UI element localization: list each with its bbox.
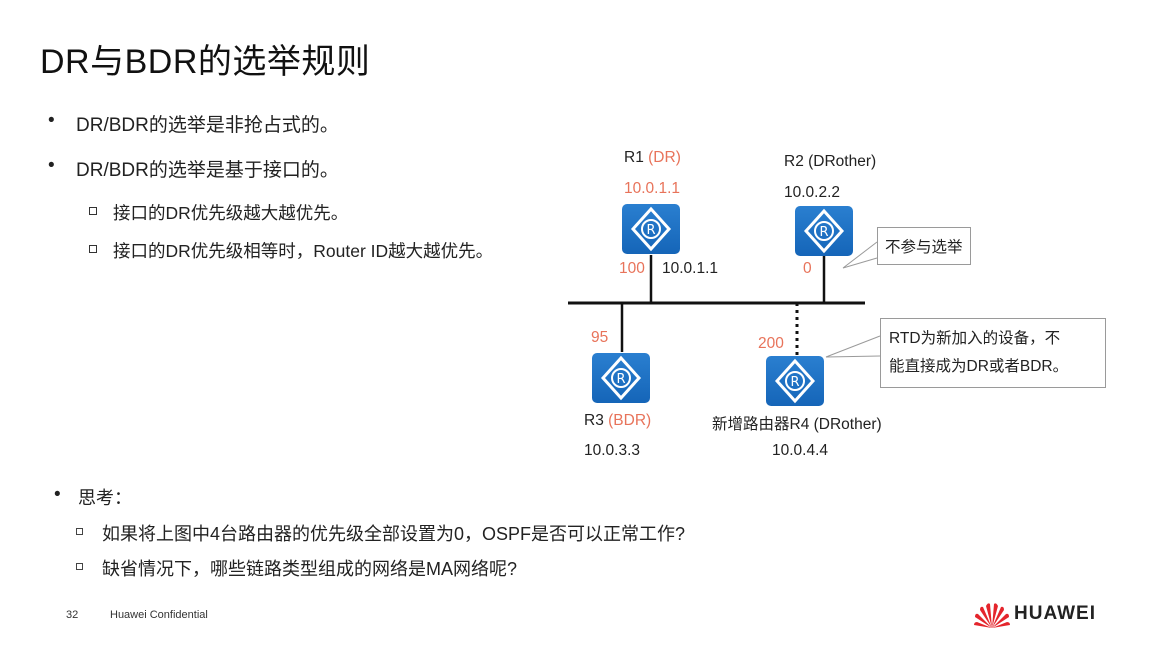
r2-router-id: 10.0.2.2	[784, 184, 841, 201]
svg-text:R: R	[646, 223, 655, 238]
sub-bullet-item: 接口的DR优先级相等时，Router ID越大越优先。	[89, 238, 494, 263]
r4-router-id: 10.0.4.4	[772, 442, 829, 459]
square-bullet-icon	[76, 563, 83, 570]
r3-role: (BDR)	[608, 412, 652, 429]
bullet-dot: •	[54, 484, 61, 505]
think-heading-item: • 思考：	[54, 484, 132, 510]
callout-pointer-r4	[825, 335, 881, 358]
question-text: 缺省情况下，哪些链路类型组成的网络是MA网络呢?	[102, 559, 518, 579]
r4-name: 新增路由器R4 (DRother)	[712, 416, 882, 433]
r1-priority: 100	[619, 260, 645, 277]
svg-text:R: R	[790, 375, 799, 390]
router-icon: R	[803, 208, 845, 254]
r1-name: R1	[624, 149, 644, 166]
router-icon: R	[774, 358, 816, 404]
sub-bullet-text: 接口的DR优先级相等时，Router ID越大越优先。	[113, 241, 494, 261]
callout-pointer-r2	[842, 241, 878, 269]
router-r3: R	[592, 353, 650, 403]
r3-name-label: R3 (BDR)	[584, 412, 651, 430]
callout-r2-text: 不参与选举	[885, 239, 963, 256]
sub-bullet-item: 接口的DR优先级越大越优先。	[89, 200, 349, 225]
confidential-label: Huawei Confidential	[110, 609, 208, 621]
question-text: 如果将上图中4台路由器的优先级全部设置为0，OSPF是否可以正常工作?	[102, 524, 686, 544]
svg-text:R: R	[616, 372, 625, 387]
bullet-text: DR/BDR的选举是基于接口的。	[76, 160, 339, 181]
r1-router-id: 10.0.1.1	[624, 180, 681, 197]
r3-priority: 95	[591, 329, 609, 346]
square-bullet-icon	[89, 245, 97, 253]
page-title: DR与BDR的选举规则	[40, 43, 371, 81]
page-number: 32	[66, 609, 79, 621]
router-icon: R	[630, 206, 672, 252]
svg-text:R: R	[819, 225, 828, 240]
r4-priority: 200	[758, 335, 784, 352]
router-icon: R	[600, 355, 642, 401]
square-bullet-icon	[76, 528, 83, 535]
callout-r2: 不参与选举	[877, 227, 971, 265]
square-bullet-icon	[89, 207, 97, 215]
callout-r4: RTD为新加入的设备，不 能直接成为DR或者BDR。	[880, 318, 1106, 388]
question-item: 缺省情况下，哪些链路类型组成的网络是MA网络呢?	[76, 555, 518, 581]
bullet-item: • DR/BDR的选举是基于接口的。	[48, 155, 339, 182]
bullet-dot: •	[48, 155, 55, 176]
r2-name: R2 (DRother)	[784, 153, 877, 170]
brand-name: HUAWEI	[1014, 603, 1096, 624]
r3-router-id: 10.0.3.3	[584, 442, 641, 459]
r3-name: R3	[584, 412, 604, 429]
r1-role: (DR)	[648, 149, 681, 166]
r2-priority: 0	[803, 260, 812, 277]
router-r1: R	[622, 204, 680, 254]
bullet-item: • DR/BDR的选举是非抢占式的。	[48, 110, 339, 137]
bullet-dot: •	[48, 110, 55, 131]
huawei-logo-icon	[974, 603, 1010, 628]
r1-name-label: R1 (DR)	[624, 149, 681, 167]
bullet-text: DR/BDR的选举是非抢占式的。	[76, 115, 339, 136]
question-item: 如果将上图中4台路由器的优先级全部设置为0，OSPF是否可以正常工作?	[76, 520, 686, 546]
callout-r4-line1: RTD为新加入的设备，不	[889, 330, 1061, 347]
callout-r4-line2: 能直接成为DR或者BDR。	[889, 358, 1069, 375]
sub-bullet-text: 接口的DR优先级越大越优先。	[113, 203, 349, 223]
router-r2: R	[795, 206, 853, 256]
router-r4: R	[766, 356, 824, 406]
think-heading: 思考：	[78, 488, 132, 508]
r1-interface-ip: 10.0.1.1	[662, 260, 719, 277]
